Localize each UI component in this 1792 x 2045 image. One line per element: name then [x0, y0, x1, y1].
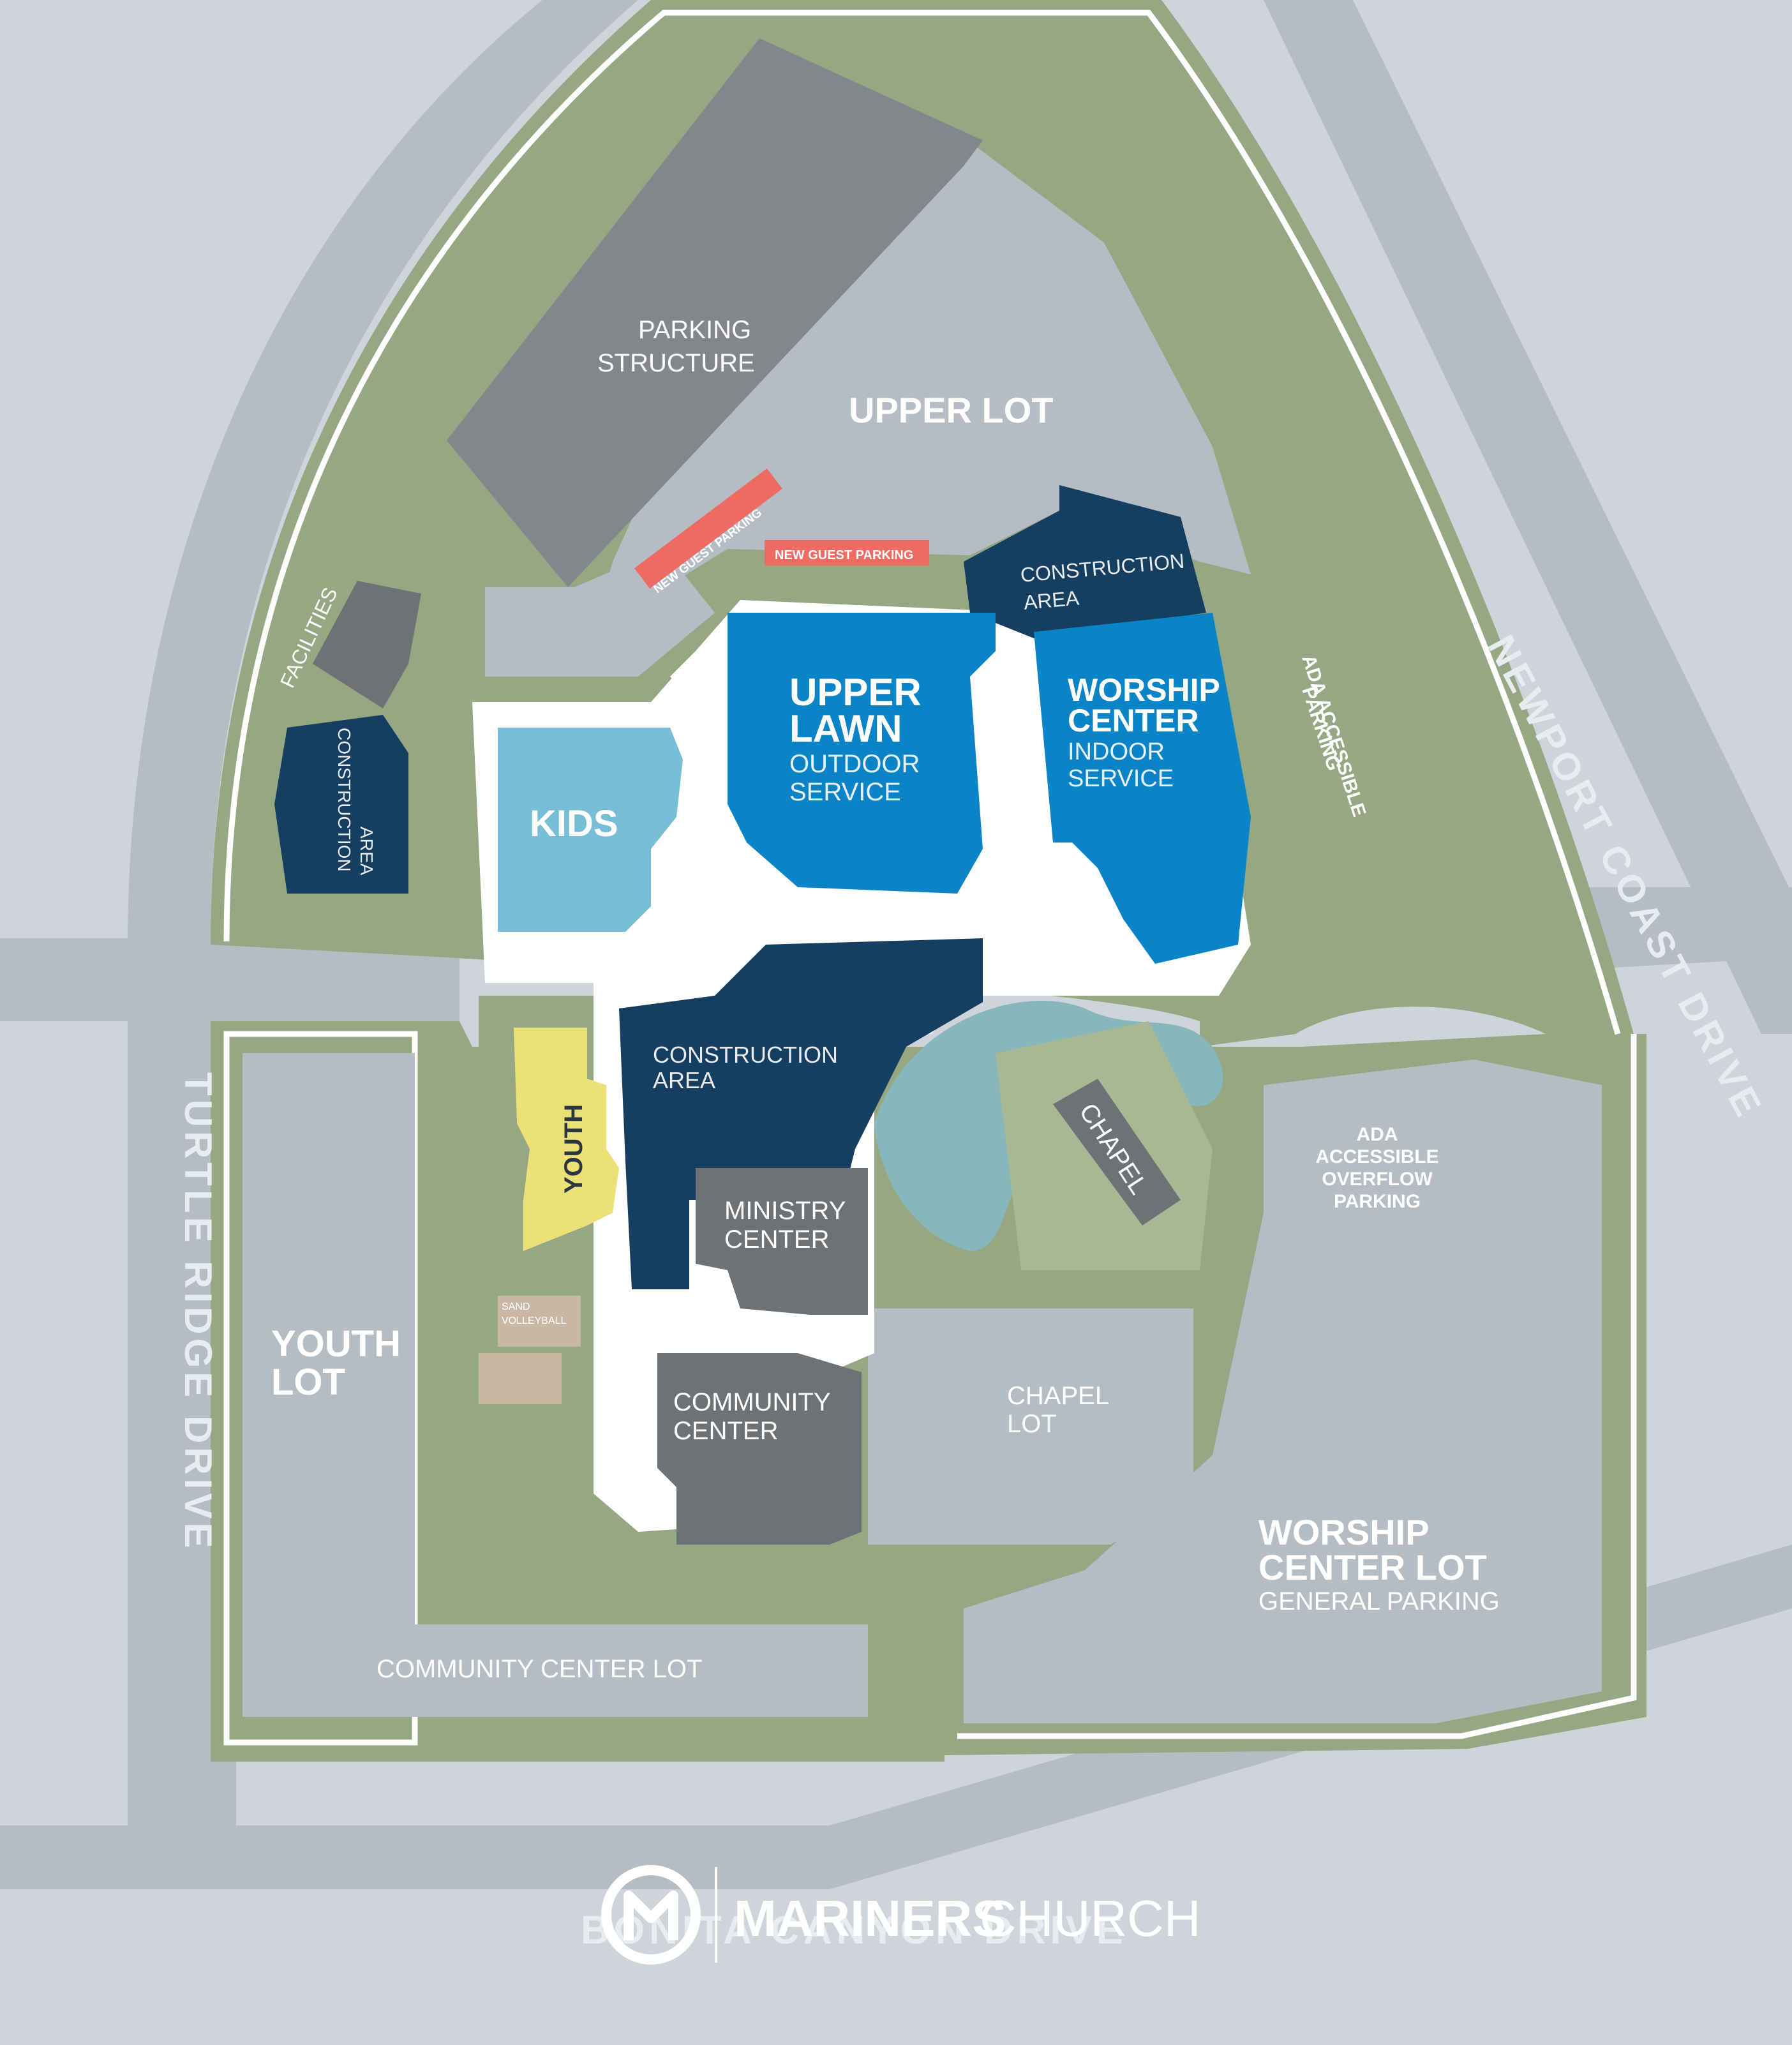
worship-center — [1034, 613, 1251, 964]
guest-parking-label-1: NEW GUEST PARKING — [651, 506, 765, 596]
upper-lawn-sub-line1: OUTDOOR — [789, 750, 920, 778]
sand-volleyball-label-line2: VOLLEYBALL — [502, 1315, 567, 1326]
chapel-lot — [868, 1308, 1193, 1545]
construction-top-label-line2: AREA — [1022, 586, 1080, 614]
upper-lawn — [728, 613, 996, 894]
guest-parking-banner-1 — [634, 468, 782, 589]
worship-center-sub-line1: INDOOR — [1068, 738, 1165, 765]
facilities-label: FACILITIES — [276, 584, 342, 691]
parking-structure — [447, 38, 983, 587]
ada-overflow-label-line4: PARKING — [1334, 1191, 1421, 1212]
upper-lawn-title-line1: UPPER — [789, 671, 922, 714]
construction-left-label-line2: AREA — [357, 827, 377, 876]
inner-green-volleyball — [466, 1277, 594, 1564]
sand-volleyball-court-1 — [498, 1296, 581, 1347]
chapel-lot-label-line2: LOT — [1007, 1410, 1057, 1438]
worship-center-lot-title-line2: CENTER LOT — [1258, 1547, 1487, 1587]
worship-center-lot-title-line1: WORSHIP — [1258, 1512, 1430, 1552]
ada-overflow-label-line3: OVERFLOW — [1322, 1169, 1433, 1190]
community-center-label-line2: CENTER — [673, 1417, 778, 1445]
perimeter-path-south — [223, 1031, 418, 1746]
newport-coast-road — [1264, 0, 1792, 1034]
community-center-lot-label: COMMUNITY CENTER LOT — [377, 1655, 702, 1683]
road-label-turtle-ridge: TURTLE RIDGE DRIVE — [177, 1072, 220, 1552]
upper-lawn-title-line2: LAWN — [789, 707, 902, 750]
construction-top-label-line1: CONSTRUCTION — [1019, 550, 1185, 587]
north-loop-road — [128, 0, 638, 945]
construction-center-label-line1: CONSTRUCTION — [653, 1042, 838, 1068]
sand-volleyball-label-line1: SAND — [502, 1301, 530, 1312]
youth-label: YOUTH — [560, 1104, 588, 1194]
logo-text-light: CHURCH — [980, 1890, 1201, 1947]
mariners-church-logo: MARINERS CHURCH — [601, 1865, 1201, 1965]
upper-lot-label: UPPER LOT — [849, 390, 1053, 430]
ministry-center — [696, 1168, 868, 1315]
construction-area-left — [274, 715, 408, 894]
upper-lawn-sub-line2: SERVICE — [789, 778, 901, 806]
road-label-newport-coast: NEWPORT COAST DRIVE — [1480, 629, 1772, 1127]
construction-left-label-line1: CONSTRUCTION — [334, 728, 354, 872]
perimeter-path-east — [957, 1034, 1637, 1739]
chapel-lot-label-line1: CHAPEL — [1007, 1382, 1109, 1410]
parking-structure-label-line1: PARKING — [638, 316, 751, 344]
kids-building — [498, 728, 683, 932]
logo-divider — [715, 1867, 717, 1963]
community-center-label-line1: COMMUNITY — [673, 1388, 831, 1416]
worship-center-title-line2: CENTER — [1068, 703, 1199, 738]
youth-lot-label-line2: LOT — [271, 1361, 345, 1403]
logo-text-bold: MARINERS — [734, 1890, 1006, 1947]
mariners-m-logo-icon — [601, 1865, 701, 1965]
worship-center-lot-sub: GENERAL PARKING — [1258, 1587, 1500, 1615]
worship-center-sub-line2: SERVICE — [1068, 765, 1174, 792]
youth-lot — [243, 1053, 415, 1704]
perimeter-path — [223, 10, 1621, 1035]
guest-parking-banner-2 — [765, 540, 929, 566]
construction-center-label-line2: AREA — [653, 1067, 715, 1093]
sand-volleyball-court-2 — [479, 1353, 562, 1404]
ada-overflow-label-line2: ACCESSIBLE — [1315, 1146, 1438, 1167]
guest-parking-label-2: NEW GUEST PARKING — [775, 548, 913, 562]
construction-area-center — [619, 938, 983, 1289]
ministry-center-label-line1: MINISTRY — [724, 1197, 846, 1225]
ada-overflow-label-line1: ADA — [1357, 1124, 1398, 1145]
bonita-canyon-road-left — [0, 1825, 830, 1889]
chapel — [1053, 1079, 1181, 1225]
youth-building — [514, 1028, 619, 1251]
facilities-building — [313, 581, 421, 708]
youth-lot-label-line1: YOUTH — [271, 1323, 401, 1365]
community-center-lot — [243, 1624, 868, 1717]
ministry-center-label-line2: CENTER — [724, 1225, 829, 1254]
chapel-label: CHAPEL — [1073, 1098, 1153, 1199]
worship-center-title-line1: WORSHIP — [1068, 672, 1220, 708]
kids-label: KIDS — [530, 803, 618, 844]
worship-center-lot — [964, 1060, 1602, 1723]
construction-area-top — [964, 485, 1206, 638]
community-center — [657, 1353, 862, 1545]
parking-structure-label-line2: STRUCTURE — [597, 349, 755, 377]
